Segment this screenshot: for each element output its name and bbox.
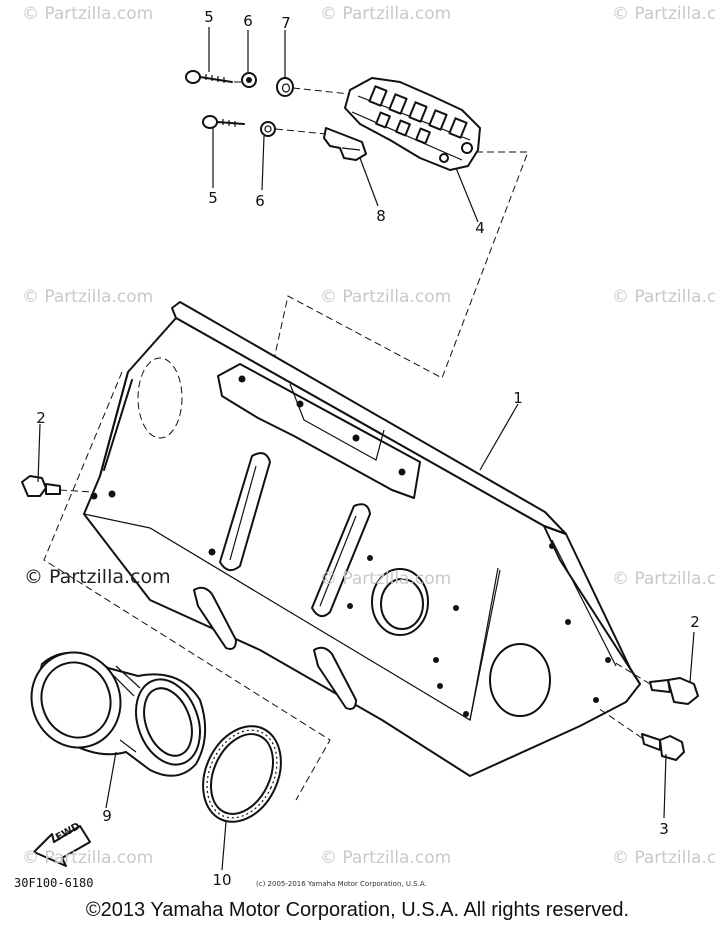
watermark: © Partzilla.com: [22, 848, 154, 868]
part-9-duct: [30, 651, 207, 777]
watermark: © Partzilla.com: [320, 569, 452, 589]
part-5-screw-lower: [202, 115, 245, 129]
watermark-featured: © Partzilla.com: [24, 566, 171, 588]
watermark: © Partzilla.com: [612, 569, 715, 589]
watermark: © Partzilla.com: [22, 4, 154, 24]
callout-2-left: 2: [36, 409, 46, 427]
part-2-bolt-right: [613, 661, 699, 705]
callout-8: 8: [376, 207, 386, 225]
part-code: 30F100-6180: [14, 876, 94, 890]
copyright-notice: ©2013 Yamaha Motor Corporation, U.S.A. A…: [85, 899, 630, 921]
part-2-bolt-left: [21, 475, 93, 497]
part-5-screw-upper: [185, 70, 233, 84]
part-10-gasket: [202, 725, 282, 823]
callout-3: 3: [659, 820, 669, 838]
watermark: © Partzilla.com: [320, 287, 452, 307]
watermark: © Partzilla.com: [612, 287, 715, 307]
part-4-cover: [344, 77, 481, 171]
watermark: © Partzilla.com: [320, 848, 452, 868]
part-1-panel: [83, 301, 641, 777]
callout-4: 4: [475, 219, 485, 237]
fwd-arrow-icon: [33, 825, 91, 867]
callout-7: 7: [281, 14, 291, 32]
callout-10: 10: [212, 871, 232, 889]
callout-5-bottom: 5: [208, 189, 218, 207]
small-copyright: (c) 2005-2016 Yamaha Motor Corporation, …: [256, 880, 427, 888]
part-8-clamp: [323, 127, 367, 161]
callout-1: 1: [513, 389, 523, 407]
watermark: © Partzilla.com: [320, 4, 452, 24]
part-3-bolt: [597, 707, 685, 761]
watermark: © Partzilla.com: [612, 4, 715, 24]
callout-5-top: 5: [204, 8, 214, 26]
callout-9: 9: [102, 807, 112, 825]
leader-lines: [37, 27, 695, 871]
callout-6-bottom: 6: [255, 192, 265, 210]
part-6-washer-lower: [260, 121, 276, 137]
watermark: © Partzilla.com: [612, 848, 715, 868]
watermark: © Partzilla.com: [22, 287, 154, 307]
callout-6-top: 6: [243, 12, 253, 30]
part-7-collar: [276, 77, 294, 97]
callout-2-right: 2: [690, 613, 700, 631]
part-6-washer-upper: [241, 72, 257, 88]
